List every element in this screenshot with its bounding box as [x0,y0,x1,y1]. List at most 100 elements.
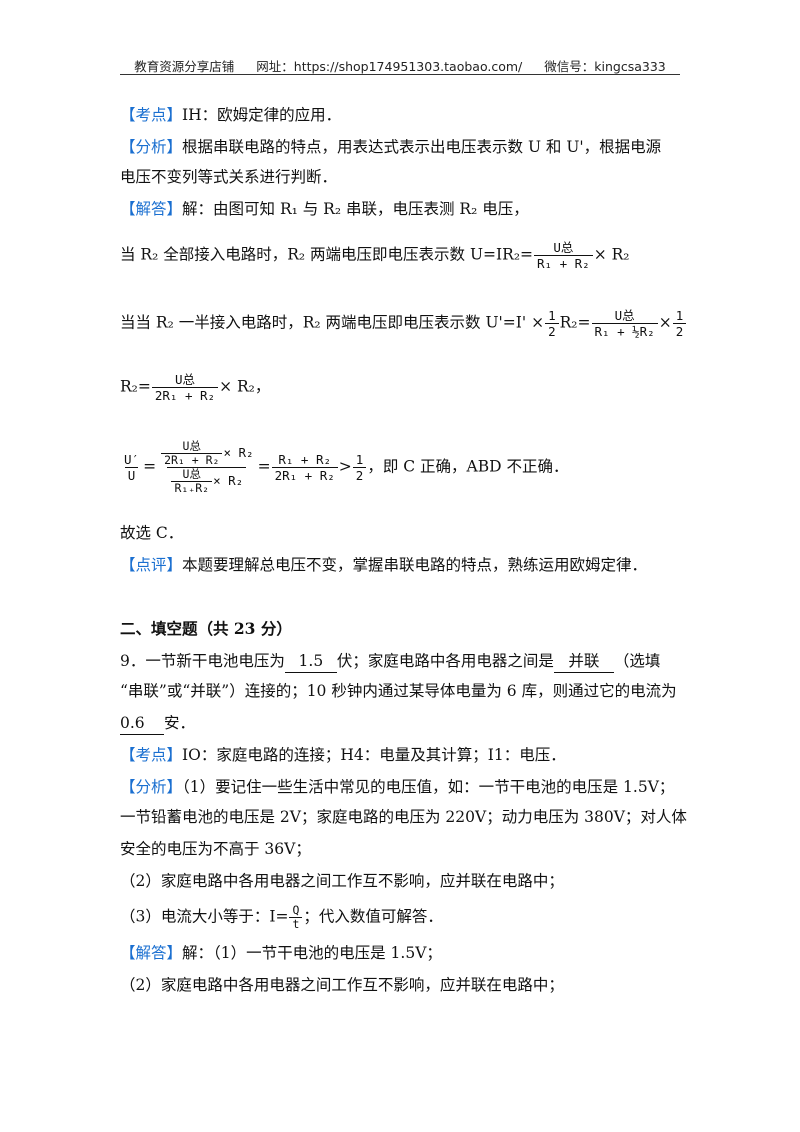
header-shop: 教育资源分享店铺 [134,59,235,74]
fraction-numerator: R₁ + R₂ [278,452,332,467]
half-prefix: 当当 R₂ 一半接入电路时，R₂ 两端电压即电压表示数 U'=I' × [120,313,545,332]
q8-choice: 故选 C． [120,524,184,542]
jieda-tag: 【解答】 [120,944,183,962]
fraction-numerator: U总 [182,439,201,453]
fenxi-text: 根据串联电路的特点，用表达式表示出电压表示数 U 和 U'，根据电源 [182,138,662,156]
fenxi-tag: 【分析】 [120,778,183,796]
q8-dianping: 【点评】本题要理解总电压不变，掌握串联电路的特点，熟练运用欧姆定律． [120,554,647,576]
fraction-denominator: 2 [672,323,687,339]
q9-stem-d: 安． [164,714,196,732]
q9-jieda-line2: （2）家庭电路中各用电器之间工作互不影响，应并联在电路中； [120,976,564,994]
kaodian-tag: 【考点】 [120,746,183,764]
jieda-text: 解：（1）一节干电池的电压是 1.5V； [182,944,442,962]
dianping-tag: 【点评】 [120,556,183,574]
q9-fenxi-line4: （2）家庭电路中各用电器之间工作互不影响，应并联在电路中； [120,872,564,890]
r2-prefix: R₂= [120,377,151,396]
fenxi-line5-suffix: ；代入数值可解答． [303,907,443,926]
q8-kaodian: 【考点】IH：欧姆定律的应用． [120,104,341,126]
q9-kaodian: 【考点】IO：家庭电路的连接；H4：电量及其计算；I1：电压． [120,744,566,766]
fenxi-line5-prefix: （3）电流大小等于：I= [120,907,289,926]
fraction-denominator: U [124,467,139,483]
fraction-denominator: R₁ + R₂ [534,255,593,271]
fraction-numerator: 1 [675,308,684,323]
header-url[interactable]: 网址：https://shop174951303.taobao.com/ [256,59,523,74]
q8-fenxi-line1: 【分析】根据串联电路的特点，用表达式表示出电压表示数 U 和 U'，根据电源 [120,136,661,158]
fraction-numerator: 1 [355,452,364,467]
fraction-numerator: U总 [182,467,201,481]
fraction-denominator: 2 [545,323,559,339]
q9-jieda-line1: 【解答】解：（1）一节干电池的电压是 1.5V； [120,942,442,964]
fraction-ratio-left: U′U [121,452,142,483]
half-times: × [658,313,672,332]
kaodian-tag: 【考点】 [120,106,183,124]
equals-sign: = [257,457,271,476]
full-prefix: 当 R₂ 全部接入电路时，R₂ 两端电压即电压表示数 U=IR₂= [120,245,534,264]
q8-fenxi-line2: 电压不变列等式关系进行判断． [120,168,338,186]
r2-suffix: × R₂， [219,377,271,396]
page-header: 教育资源分享店铺 网址：https://shop174951303.taobao… [120,56,680,74]
header-divider [120,74,680,75]
q9-fenxi-line2: 一节铅蓄电池的电压是 2V；家庭电路的电压为 220V；动力电压为 380V；对… [120,808,687,826]
fraction-numerator: U′ [124,452,140,467]
q9-fenxi-line1: 【分析】（1）要记住一些生活中常见的电压值，如：一节干电池的电压是 1.5V； [120,776,674,798]
header-wechat: 微信号：kingcsa333 [544,59,666,74]
fraction-denominator: 2R₁ + R₂ [151,387,219,403]
answer-blank-2: 并联 [553,650,614,673]
full-suffix: × R₂ [593,245,630,264]
fraction-denominator: t [289,917,303,931]
fraction-denominator: 2R₁ + R₂ [161,453,223,467]
q9-stem-b: 伏；家庭电路中各用电器之间是 [336,652,554,670]
fraction-denominator: 2R₁ + R₂ [271,467,338,483]
answer-blank-3: 0.6 [120,712,164,735]
q9-fenxi-line3: 安全的电压为不高于 36V； [120,840,311,858]
half-mid: R₂= [559,313,591,332]
kaodian-text: IH：欧姆定律的应用． [182,106,342,124]
inner-top-times: × R₂ [223,445,254,460]
fraction-denominator: R₁ + ½R₂ [591,323,658,339]
fraction-numerator: U总 [553,240,574,255]
fraction-denominator: R₁₊R₂ [171,481,213,495]
section-title: 二、填空题（共 23 分） [120,619,292,638]
greater-than-sign: > [338,457,352,476]
ratio-conclusion: ，即 C 正确，ABD 不正确． [367,457,569,476]
answer-blank-1: 1.5 [284,650,337,673]
fraction-numerator: U总 [614,308,635,323]
q9-stem-c: （选填 [613,652,661,670]
fraction-denominator: 2 [352,467,367,483]
inner-bottom-times: × R₂ [213,473,244,488]
fraction-numerator: 1 [548,308,556,323]
fenxi-text: （1）要记住一些生活中常见的电压值，如：一节干电池的电压是 1.5V； [182,778,675,796]
fraction-numerator: Q [292,903,300,917]
q9-stem-line2: “串联”或“并联”）连接的；10 秒钟内通过某导体电量为 6 库，则通过它的电流… [120,682,677,700]
q8-jieda: 【解答】解：由图可知 R₁ 与 R₂ 串联，电压表测 R₂ 电压， [120,198,529,220]
q9-stem-a: 9．一节新干电池电压为 [120,652,285,670]
jieda-tag: 【解答】 [120,200,183,218]
kaodian-text: IO：家庭电路的连接；H4：电量及其计算；I1：电压． [182,746,566,764]
fenxi-tag: 【分析】 [120,138,183,156]
dianping-text: 本题要理解总电压不变，掌握串联电路的特点，熟练运用欧姆定律． [182,556,648,574]
fraction-numerator: U总 [174,372,195,387]
equals-sign: = [143,457,157,476]
jieda-text: 解：由图可知 R₁ 与 R₂ 串联，电压表测 R₂ 电压， [182,200,529,218]
